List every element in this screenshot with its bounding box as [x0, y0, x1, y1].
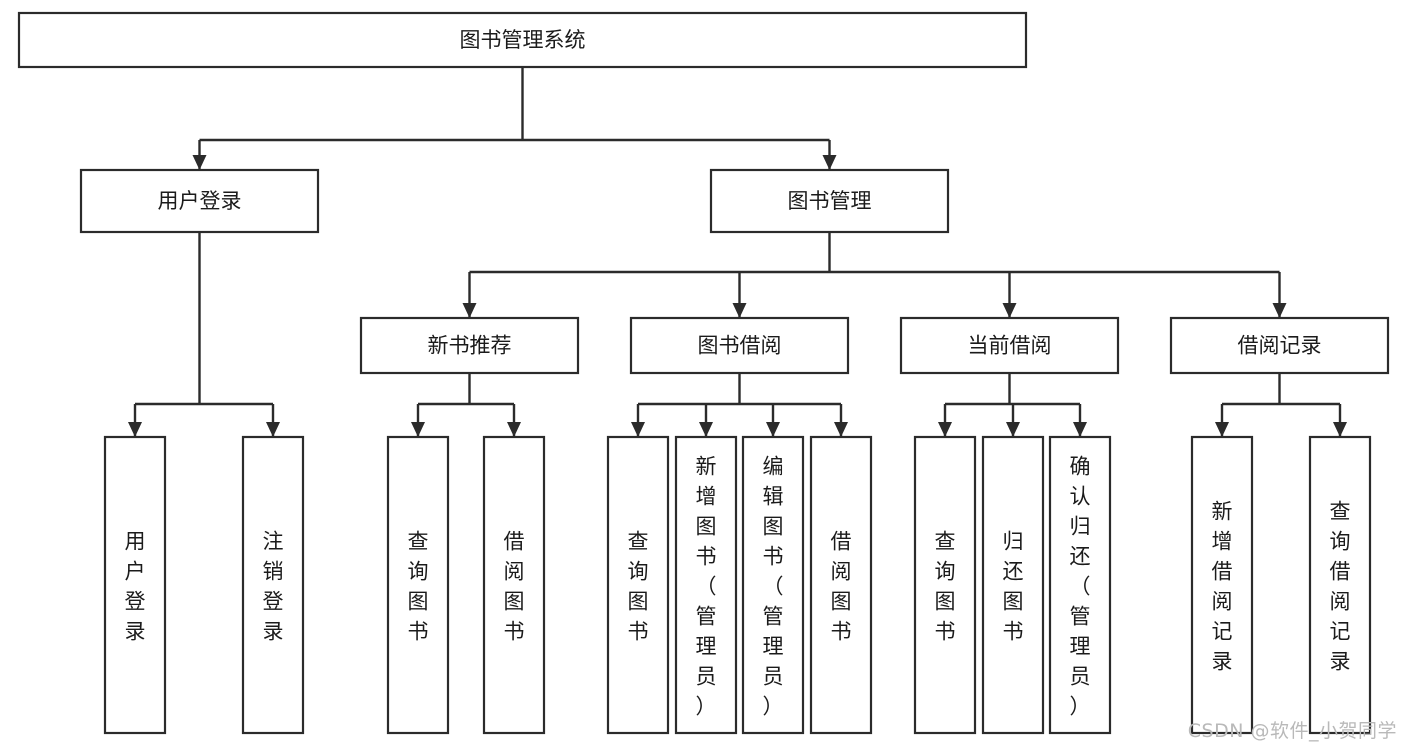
- node-label-current-borrow: 当前借阅: [968, 334, 1052, 358]
- node-box-leaf-add-book[interactable]: [674, 435, 738, 735]
- node-label-borrow-record: 借阅记录: [1238, 334, 1322, 358]
- node-label-leaf-edit-book: 编辑图书（管理员）: [763, 454, 784, 718]
- node-box-leaf-query-record[interactable]: [1308, 435, 1372, 735]
- node-box-leaf-query-book-2[interactable]: [606, 435, 670, 735]
- arrow-head: [462, 303, 477, 318]
- arrow-head: [411, 422, 425, 437]
- node-leaf-query-record[interactable]: 查询借阅记录: [1308, 435, 1372, 735]
- node-current-borrow[interactable]: 当前借阅: [899, 316, 1120, 375]
- node-borrow-record[interactable]: 借阅记录: [1169, 316, 1390, 375]
- node-box-leaf-confirm-return[interactable]: [1048, 435, 1112, 735]
- node-box-current-borrow[interactable]: [899, 316, 1120, 375]
- node-label-leaf-query-record: 查询借阅记录: [1330, 499, 1351, 673]
- node-box-book-manage[interactable]: [709, 168, 950, 234]
- node-label-leaf-query-book-3: 查询图书: [935, 529, 956, 643]
- node-box-leaf-borrow-book-2[interactable]: [809, 435, 873, 735]
- arrow-head: [766, 422, 780, 437]
- node-box-leaf-return-book[interactable]: [981, 435, 1045, 735]
- node-label-leaf-add-record: 新增借阅记录: [1212, 499, 1233, 673]
- node-label-book-manage: 图书管理: [788, 189, 872, 213]
- arrow-head: [1333, 422, 1347, 437]
- connector-layer: [128, 67, 1347, 437]
- node-leaf-add-book[interactable]: 新增图书（管理员）: [674, 435, 738, 735]
- node-box-root[interactable]: [17, 11, 1028, 69]
- node-book-borrow[interactable]: 图书借阅: [629, 316, 850, 375]
- node-label-book-borrow: 图书借阅: [698, 334, 782, 358]
- node-leaf-add-record[interactable]: 新增借阅记录: [1190, 435, 1254, 735]
- node-user-login[interactable]: 用户登录: [79, 168, 320, 234]
- arrow-head: [192, 155, 207, 170]
- arrow-head: [1002, 303, 1017, 318]
- arrow-head: [699, 422, 713, 437]
- node-box-user-login[interactable]: [79, 168, 320, 234]
- arrow-head: [938, 422, 952, 437]
- node-box-leaf-add-record[interactable]: [1190, 435, 1254, 735]
- node-box-leaf-edit-book[interactable]: [741, 435, 805, 735]
- node-leaf-query-book-1[interactable]: 查询图书: [386, 435, 450, 735]
- arrow-head: [1272, 303, 1287, 318]
- node-box-new-book-rec[interactable]: [359, 316, 580, 375]
- node-label-leaf-return-book: 归还图书: [1003, 529, 1024, 643]
- node-new-book-rec[interactable]: 新书推荐: [359, 316, 580, 375]
- node-box-leaf-query-book-1[interactable]: [386, 435, 450, 735]
- node-root[interactable]: 图书管理系统: [17, 11, 1028, 69]
- node-box-leaf-user-login[interactable]: [103, 435, 167, 735]
- node-leaf-edit-book[interactable]: 编辑图书（管理员）: [741, 435, 805, 735]
- node-leaf-user-logout[interactable]: 注销登录: [241, 435, 305, 735]
- node-label-leaf-borrow-book-1: 借阅图书: [504, 529, 525, 643]
- arrow-head: [1006, 422, 1020, 437]
- arrow-head: [507, 422, 521, 437]
- node-leaf-borrow-book-1[interactable]: 借阅图书: [482, 435, 546, 735]
- node-label-leaf-borrow-book-2: 借阅图书: [831, 529, 852, 643]
- node-leaf-return-book[interactable]: 归还图书: [981, 435, 1045, 735]
- arrow-head: [631, 422, 645, 437]
- node-leaf-user-login[interactable]: 用户登录: [103, 435, 167, 735]
- node-leaf-borrow-book-2[interactable]: 借阅图书: [809, 435, 873, 735]
- arrow-head: [128, 422, 142, 437]
- arrow-head: [834, 422, 848, 437]
- node-book-manage[interactable]: 图书管理: [709, 168, 950, 234]
- node-label-leaf-query-book-2: 查询图书: [628, 529, 649, 643]
- arrow-head: [822, 155, 837, 170]
- node-label-leaf-confirm-return: 确认归还（管理员）: [1070, 454, 1091, 718]
- node-label-user-login: 用户登录: [158, 189, 242, 213]
- node-layer: 图书管理系统用户登录图书管理新书推荐图书借阅当前借阅借阅记录用户登录注销登录查询…: [17, 11, 1390, 735]
- node-leaf-query-book-3[interactable]: 查询图书: [913, 435, 977, 735]
- node-box-leaf-borrow-book-1[interactable]: [482, 435, 546, 735]
- arrow-head: [732, 303, 747, 318]
- node-leaf-confirm-return[interactable]: 确认归还（管理员）: [1048, 435, 1112, 735]
- arrow-head: [266, 422, 280, 437]
- node-label-leaf-user-logout: 注销登录: [263, 529, 284, 643]
- node-label-leaf-query-book-1: 查询图书: [408, 529, 429, 643]
- node-box-borrow-record[interactable]: [1169, 316, 1390, 375]
- node-label-leaf-add-book: 新增图书（管理员）: [696, 454, 717, 718]
- arrow-head: [1215, 422, 1229, 437]
- node-box-book-borrow[interactable]: [629, 316, 850, 375]
- node-leaf-query-book-2[interactable]: 查询图书: [606, 435, 670, 735]
- arrow-head: [1073, 422, 1087, 437]
- node-box-leaf-query-book-3[interactable]: [913, 435, 977, 735]
- node-label-leaf-user-login: 用户登录: [125, 529, 146, 643]
- node-label-new-book-rec: 新书推荐: [428, 334, 512, 358]
- node-label-root: 图书管理系统: [460, 28, 586, 52]
- node-box-leaf-user-logout[interactable]: [241, 435, 305, 735]
